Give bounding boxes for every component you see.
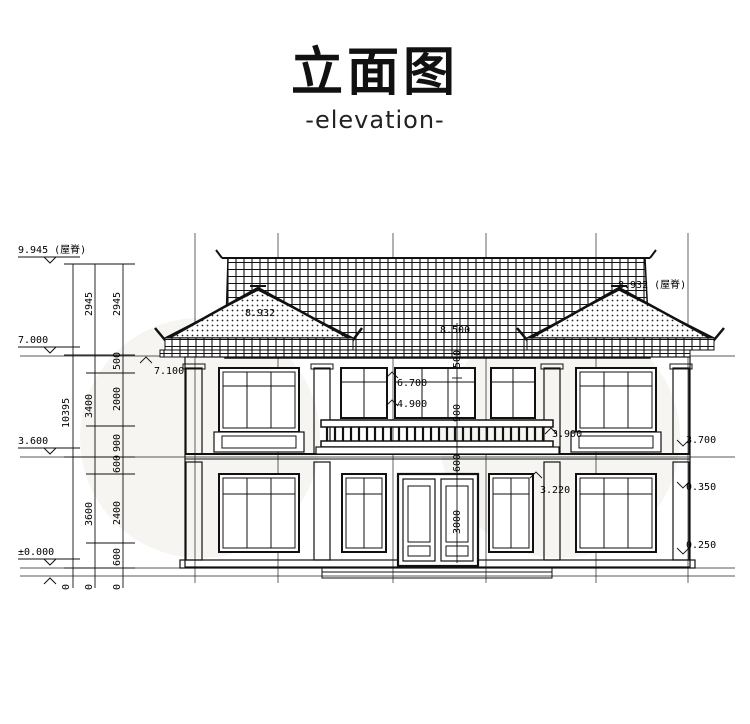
dim-roof-b: 2945 bbox=[112, 292, 123, 316]
dim-600b: 600 bbox=[112, 548, 123, 566]
level-sill: 0.350 bbox=[686, 482, 716, 493]
dim-lower: 3600 bbox=[84, 502, 95, 526]
level-center: 8.500 bbox=[440, 325, 470, 336]
level-gable-ridge: 8.932 (屋脊) bbox=[618, 278, 686, 291]
dim-door-height: 3000 bbox=[452, 510, 463, 534]
level-gable-left: 8.932 bbox=[245, 308, 275, 319]
level-rail-top: 3.900 bbox=[552, 429, 582, 440]
level-balcony-top: 4.900 bbox=[397, 399, 427, 410]
level-eave-top: 7.000 bbox=[18, 335, 48, 346]
dim-zero-a: 0 bbox=[84, 584, 95, 590]
level-marks bbox=[18, 256, 80, 585]
dim-door-600: 600 bbox=[452, 454, 463, 472]
dim-900: 900 bbox=[112, 434, 123, 452]
eave-band bbox=[159, 349, 691, 358]
dimension-lines bbox=[64, 263, 135, 588]
page-title: 立面图 bbox=[290, 43, 459, 103]
level-ridge: 9.945 (屋脊) bbox=[18, 243, 86, 256]
dim-2000: 2000 bbox=[112, 387, 123, 411]
center-dimension bbox=[139, 323, 690, 563]
level-left-eave: 7.100 bbox=[154, 366, 184, 377]
level-plinth: 0.250 bbox=[686, 540, 716, 551]
level-window-top: 6.700 bbox=[397, 378, 427, 389]
level-ground: ±0.000 bbox=[18, 547, 54, 558]
level-slab: 3.700 bbox=[686, 435, 716, 446]
elevation-drawing: 9.945 (屋脊) 7.000 3.600 ±0.000 10395 2945… bbox=[18, 233, 735, 590]
dim-600a: 600 bbox=[112, 455, 123, 473]
dim-upper: 3400 bbox=[84, 394, 95, 418]
lower-windows bbox=[218, 473, 657, 553]
dim-window-mid: 900 bbox=[452, 404, 463, 422]
dim-500: 500 bbox=[112, 352, 123, 370]
dim-roof: 2945 bbox=[84, 292, 95, 316]
entrance-door bbox=[396, 472, 480, 568]
right-gable bbox=[516, 285, 725, 351]
dim-zero-c: 0 bbox=[61, 584, 72, 590]
dim-total: 10395 bbox=[61, 398, 72, 428]
upper-windows bbox=[213, 367, 662, 453]
page-subtitle: -elevation- bbox=[305, 106, 445, 134]
balcony bbox=[315, 419, 560, 455]
level-door-top: 3.220 bbox=[540, 485, 570, 496]
dim-2400: 2400 bbox=[112, 501, 123, 525]
dim-zero-b: 0 bbox=[112, 584, 123, 590]
dim-door-500: 500 bbox=[452, 350, 463, 368]
level-second-floor: 3.600 bbox=[18, 436, 48, 447]
